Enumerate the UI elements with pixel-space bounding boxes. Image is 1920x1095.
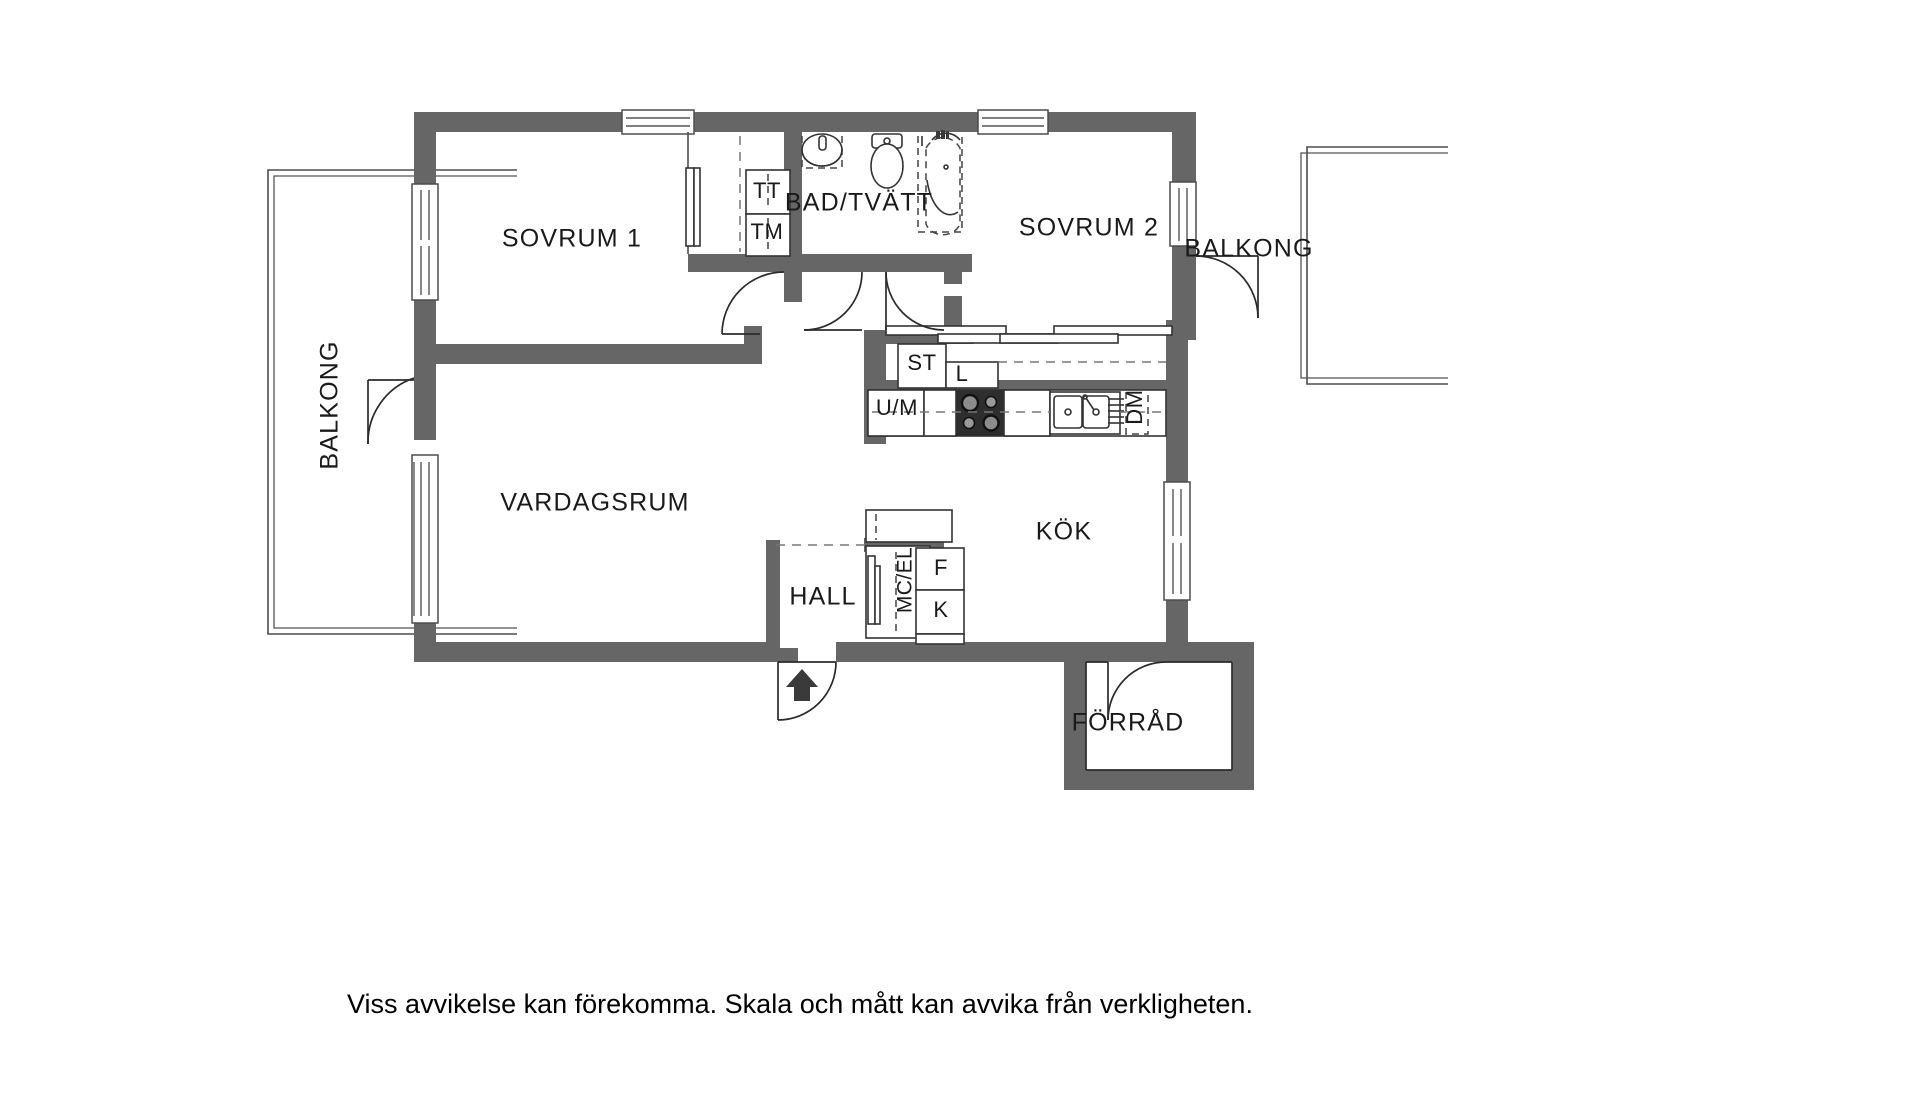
room-labels: SOVRUM 1 BAD/TVÄTT SOVRUM 2 VARDAGSRUM K… <box>316 189 1313 737</box>
fixture-labels: TT TM ST L U/M DM MC/EL F K <box>751 178 1147 622</box>
window-sovrum2-top <box>977 109 1049 135</box>
kitchen-fixtures <box>867 343 1167 437</box>
closet-tt-tm <box>745 169 791 257</box>
wardrobe-sovrum2 <box>885 325 1173 344</box>
disclaimer-caption: Viss avvikelse kan förekomma. Skala och … <box>347 989 1253 1019</box>
balcony-left-outline <box>267 169 517 635</box>
toilet-icon <box>870 133 904 189</box>
room-label-hall: HALL <box>789 583 856 611</box>
fixture-label-tt: TT <box>753 178 781 203</box>
door-sovrum1 <box>721 271 785 335</box>
room-label-balkong-left: BALKONG <box>316 340 344 469</box>
door-bathroom <box>803 271 863 331</box>
fixture-label-l: L <box>956 361 969 386</box>
sink-icon <box>801 133 843 169</box>
door-balcony-left <box>367 377 415 445</box>
fixture-label-mcel: MC/EL <box>894 547 917 613</box>
window-vardagsrum-left <box>411 454 439 624</box>
bathroom-fixtures <box>801 130 963 236</box>
fixture-label-dm: DM <box>1122 389 1147 424</box>
shower-bathtub-icon <box>917 130 963 236</box>
window-sovrum1-top <box>621 109 695 135</box>
window-sovrum1-left <box>411 183 439 301</box>
fixture-label-st: ST <box>907 350 936 375</box>
door-sovrum2 <box>885 271 945 331</box>
room-label-sovrum2: SOVRUM 2 <box>1019 214 1159 242</box>
window-sovrum2-right <box>1169 181 1197 247</box>
fixture-label-tm: TM <box>751 219 784 244</box>
room-label-badtvatt: BAD/TVÄTT <box>785 189 933 217</box>
fixture-label-k: K <box>933 597 948 622</box>
door-forrad <box>1085 661 1233 771</box>
door-entry <box>777 661 837 721</box>
fixture-label-f: F <box>934 555 948 580</box>
window-kok-right <box>1163 481 1191 601</box>
room-label-forrad: FÖRRÅD <box>1072 707 1185 737</box>
hall-fixtures <box>776 509 965 645</box>
room-label-balkong-right: BALKONG <box>1184 235 1313 263</box>
fixture-label-um: U/M <box>876 395 918 420</box>
door-balcony-right <box>1195 255 1259 319</box>
room-label-vardagsrum: VARDAGSRUM <box>500 489 689 517</box>
room-label-sovrum1: SOVRUM 1 <box>502 225 642 253</box>
room-label-kok: KÖK <box>1036 518 1092 546</box>
wardrobe-sovrum1 <box>685 132 741 254</box>
balcony-right-outline <box>1300 146 1448 385</box>
door-swings <box>367 255 1259 771</box>
exterior-walls <box>414 112 1254 790</box>
